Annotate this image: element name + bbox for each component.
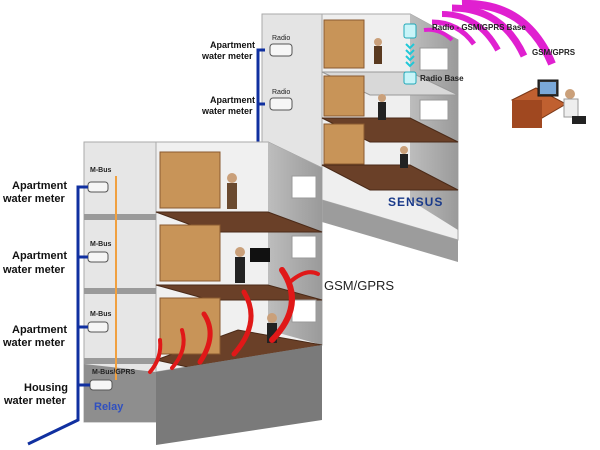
label-front-3: Apartment water meter [2,324,67,349]
remote-workstation [510,79,586,128]
radio-meter-1 [269,43,293,57]
front-slab-1 [84,214,156,220]
label-housing-line1: Housing [24,382,68,394]
front-cabinet-2 [159,224,221,282]
label-housing-line2: water meter [3,395,66,407]
label-front-2-line2: water meter [2,264,65,276]
label-back-1-line1: Apartment [210,40,255,50]
front-building [83,141,323,445]
label-housing: Housing water meter [3,382,68,407]
front-tv [250,248,270,262]
radio-base-label: Radio Base [420,74,464,83]
back-base [322,200,458,262]
front-person-1 [227,173,237,209]
mbus-meter-3 [87,321,109,333]
mbus-meter-2 [87,251,109,263]
back-floor-3 [321,164,459,191]
front-cabinet-1 [159,151,221,209]
back-window [419,99,449,121]
label-front-1: Apartment water meter [2,180,67,205]
front-person-2 [235,247,245,283]
label-front-1-line2: water meter [2,193,65,205]
front-slab-2 [84,288,156,294]
relay-label: Relay [94,401,124,413]
radio-gsm-base-icon [403,23,417,39]
back-person-2 [378,94,386,120]
back-building: Radio Radio SENSUS [261,13,459,262]
back-window-2 [419,47,449,71]
front-window-3 [291,299,317,323]
label-back-1-line2: water meter [201,51,253,61]
label-back-2-line2: water meter [201,106,253,116]
back-cabinet-1 [323,19,365,69]
mbus-meter-1 [87,181,109,193]
back-bus-line [256,48,265,142]
label-front-1-line1: Apartment [12,180,67,192]
back-cabinet-3 [323,123,365,165]
front-slab-3 [84,358,156,364]
brand-logo: SENSUS [388,195,443,209]
gsm-gprs-building-label: GSM/GPRS [324,278,394,293]
label-front-3-line2: water meter [2,337,65,349]
mbus-label-1: M-Bus [90,167,111,174]
gsm-waves-red [148,267,320,374]
front-base-block [156,345,322,445]
radio-label-1: Radio [272,35,290,42]
radio-meter-2 [269,97,293,111]
front-floor-2 [155,284,323,301]
back-cabinet-2 [323,75,365,117]
radio-gsm-base-label: Radio - GSM/GPRS Base [432,23,526,32]
label-back-1: Apartment water meter [201,40,255,61]
back-person-3 [400,146,408,168]
gsm-gprs-remote-label: GSM/GPRS [532,48,576,57]
radio-base-icon [403,71,417,85]
front-window-1 [291,175,317,199]
mbus-label-2: M-Bus [90,241,111,248]
mbus-gprs-label: M-Bus/GPRS [92,369,136,376]
front-window-2 [291,235,317,259]
front-bus-line [27,185,88,446]
back-person-1 [374,38,382,64]
label-back-2-line1: Apartment [210,95,255,105]
label-back-2: Apartment water meter [201,95,255,116]
label-front-2-line1: Apartment [12,250,67,262]
radio-link-chevrons [405,43,415,68]
housing-meter-icon [89,379,113,391]
radio-label-2: Radio [272,89,290,96]
mbus-label-3: M-Bus [90,311,111,318]
label-front-3-line1: Apartment [12,324,67,336]
gsm-waves-magenta [423,0,556,66]
label-front-2: Apartment water meter [2,250,67,276]
front-person-3 [267,313,277,343]
